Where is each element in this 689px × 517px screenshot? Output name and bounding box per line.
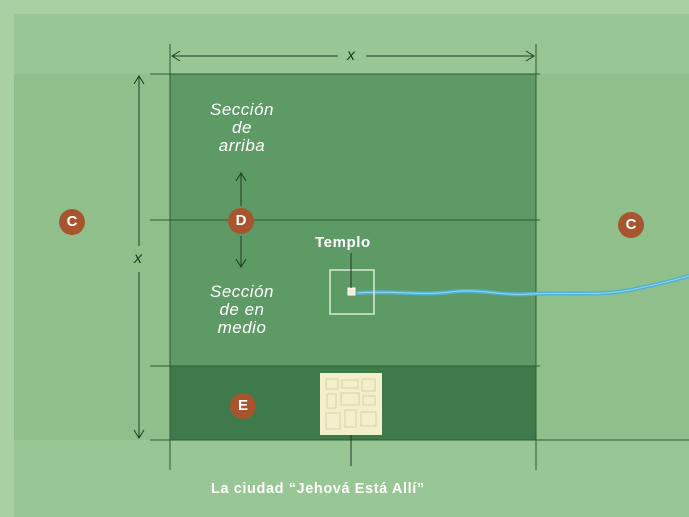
top-arrowhead-left xyxy=(171,50,181,62)
top-dimension-label: x xyxy=(347,47,355,64)
middle-section-line-2: de en xyxy=(219,300,265,319)
middle-section-line-3: medio xyxy=(217,318,267,337)
city-square xyxy=(320,373,382,435)
upper-section-line-3: arriba xyxy=(218,136,266,155)
badge-c-right: C xyxy=(618,212,644,238)
city-caption: La ciudad “Jehová Está Allí” xyxy=(211,481,425,497)
left-dimension-label: x xyxy=(134,250,142,267)
d-arrowhead-down xyxy=(235,258,247,268)
temple-label: Templo xyxy=(315,234,371,251)
badge-d: D xyxy=(228,208,254,234)
badge-e: E xyxy=(230,393,256,419)
middle-section-label: Sección de en medio xyxy=(190,283,294,337)
city-texture xyxy=(325,378,377,430)
d-arrowhead-up xyxy=(235,172,247,182)
left-arrowhead-top xyxy=(133,75,145,85)
badge-c-left: C xyxy=(59,209,85,235)
middle-section-line-1: Sección xyxy=(210,282,274,301)
upper-section-label: Sección de arriba xyxy=(190,101,294,155)
temple-marker xyxy=(347,287,356,296)
top-arrowhead-right xyxy=(525,50,535,62)
left-arrowhead-bottom xyxy=(133,429,145,439)
upper-section-line-1: Sección xyxy=(210,100,274,119)
river-highlight xyxy=(357,275,689,295)
temple-area-outline xyxy=(329,269,375,315)
upper-section-line-2: de xyxy=(232,118,252,137)
